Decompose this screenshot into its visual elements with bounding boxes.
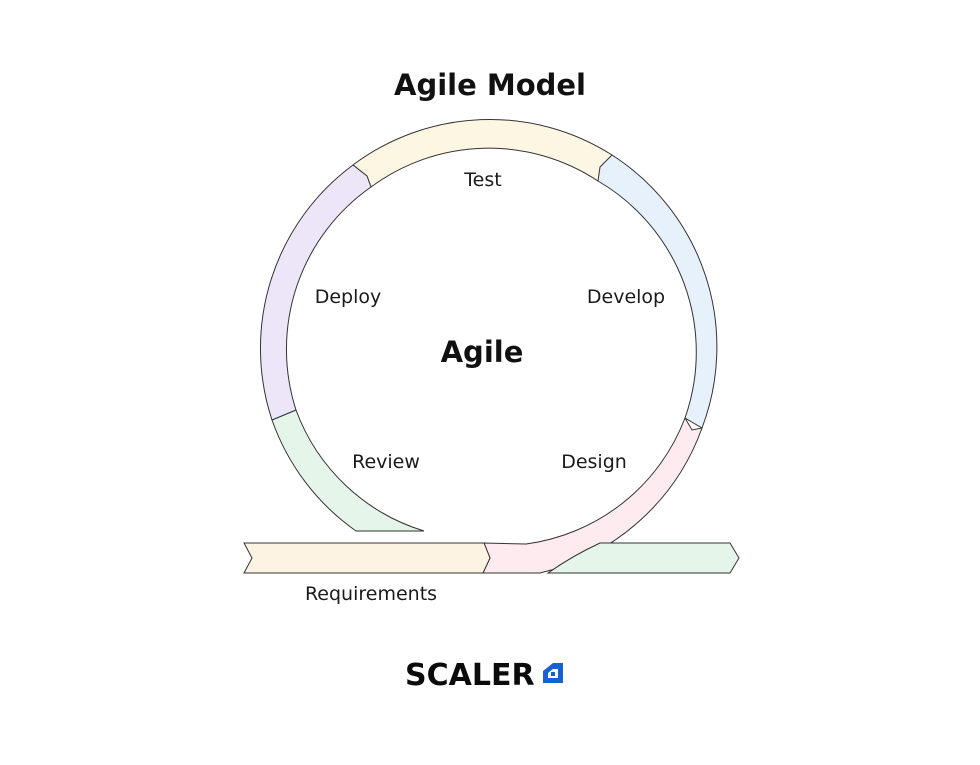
stage-label-test: Test xyxy=(464,169,502,191)
stage-label-develop: Develop xyxy=(586,286,666,308)
arrow-exit xyxy=(546,542,740,574)
segment-review xyxy=(271,409,425,532)
stage-label-requirements: Requirements xyxy=(304,583,438,605)
scaler-logo-icon xyxy=(541,661,565,689)
stage-label-design: Design xyxy=(561,451,627,473)
center-label: Agile xyxy=(440,335,524,369)
scaler-logo: SCALER xyxy=(405,655,565,695)
page-title: Agile Model xyxy=(394,68,586,102)
logo-text: SCALER xyxy=(405,657,535,693)
arrow-requirements xyxy=(243,542,491,574)
stage-label-deploy: Deploy xyxy=(314,286,382,308)
stage-label-review: Review xyxy=(352,451,420,473)
segment-deploy xyxy=(259,164,372,421)
